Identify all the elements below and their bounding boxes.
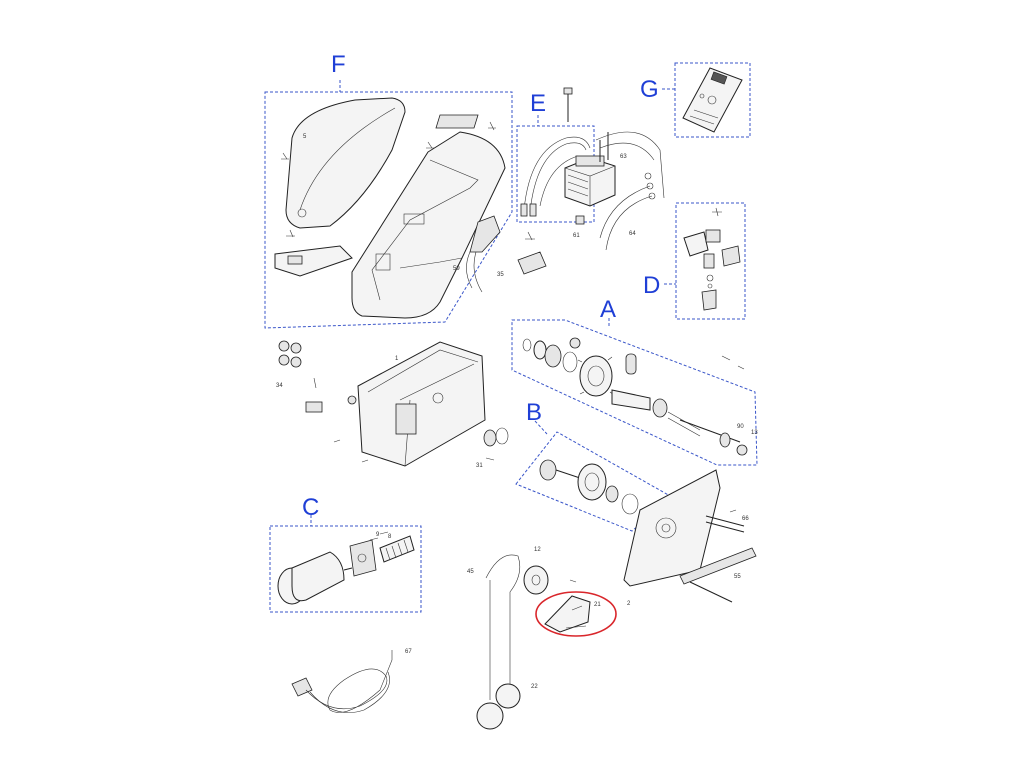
callout-9: 9 — [376, 532, 380, 538]
callout-45: 45 — [467, 569, 474, 575]
gear-part — [701, 289, 717, 311]
plate-part — [435, 114, 479, 129]
chain-ball-part-2 — [476, 702, 504, 730]
terminal-part — [517, 251, 547, 275]
callout-12: 12 — [534, 547, 541, 553]
motor-flange-part — [349, 539, 377, 577]
callout-59: 59 — [453, 266, 460, 272]
callout-5: 5 — [303, 134, 307, 140]
callout-31: 31 — [476, 463, 483, 469]
chain-assembly: 45 12 22 — [467, 547, 577, 730]
callout-13: 13 — [751, 430, 758, 436]
slotted-bar-part — [679, 547, 757, 585]
power-cable: 67 — [291, 649, 412, 713]
group-e: E 63 61 64 35 — [497, 87, 665, 278]
group-d-border — [675, 202, 746, 320]
group-g-label: G — [640, 76, 659, 103]
highlighted-part: 21 — [535, 591, 617, 637]
pulley-part — [523, 565, 549, 595]
callout-2: 2 — [627, 601, 631, 607]
group-e-label: E — [530, 90, 546, 117]
group-c-border — [269, 525, 422, 613]
group-f: F 5 59 — [264, 51, 513, 329]
callout-67: 67 — [405, 649, 412, 655]
callout-8: 8 — [388, 534, 392, 540]
callout-64: 64 — [629, 231, 636, 237]
bracket-part — [544, 595, 591, 633]
group-a-border — [511, 319, 758, 466]
group-c: C 8 9 — [269, 494, 422, 613]
group-d-label: D — [643, 272, 660, 299]
group-b-label: B — [526, 399, 542, 426]
callout-1: 1 — [395, 356, 399, 362]
callout-35: 35 — [497, 272, 504, 278]
pcb-part — [274, 245, 353, 277]
callout-34: 34 — [276, 383, 283, 389]
group-g: G — [640, 62, 751, 138]
secondary-gear-part — [577, 463, 607, 501]
chain-ball-part — [495, 683, 521, 709]
switch-bracket-part — [683, 231, 709, 257]
group-f-border — [264, 91, 513, 329]
group-b: B — [515, 399, 673, 532]
group-f-label: F — [331, 51, 346, 78]
callout-22: 22 — [531, 684, 538, 690]
group-d: D — [643, 202, 746, 320]
callout-55: 55 — [734, 574, 741, 580]
highlight-ring — [535, 591, 617, 637]
cover-part — [285, 97, 406, 229]
callout-90: 90 — [737, 424, 744, 430]
group-a: A 90 13 — [511, 296, 758, 466]
group-c-label: C — [302, 494, 319, 521]
housing-part — [351, 131, 506, 319]
callout-66: 66 — [742, 516, 749, 522]
callout-61: 61 — [573, 233, 580, 239]
mounting-plate: 66 55 2 — [623, 469, 757, 607]
group-g-border — [674, 62, 751, 138]
drive-gear-part — [579, 355, 613, 397]
callout-63: 63 — [620, 154, 627, 160]
connector-part — [469, 215, 501, 253]
callout-21: 21 — [594, 602, 601, 608]
worm-shaft-part — [379, 535, 415, 563]
group-a-label: A — [600, 296, 616, 323]
gearbox-housing: 1 31 34 — [276, 340, 509, 469]
control-board-part — [682, 67, 743, 133]
shaft-part — [611, 389, 651, 411]
group-b-border — [515, 431, 673, 532]
